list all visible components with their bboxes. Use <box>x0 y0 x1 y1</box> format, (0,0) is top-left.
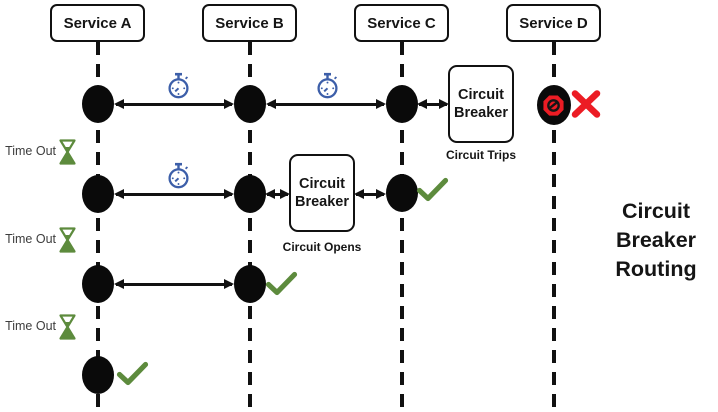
arrow-a-b-row3 <box>116 282 232 286</box>
timeout-label-2: Time Out <box>5 232 56 246</box>
arrow-b-c-row1 <box>268 102 384 106</box>
node-a-row4 <box>81 356 114 394</box>
circuit-breaker-label: Circuit Breaker <box>294 175 349 210</box>
blocked-node-service-d <box>536 85 571 125</box>
lifeline-service-d <box>551 42 556 411</box>
x-icon <box>571 90 601 118</box>
service-c-label: Service C <box>367 14 436 32</box>
arrow-breaker-c-row2 <box>356 192 384 196</box>
check-icon <box>416 177 448 201</box>
service-d-label: Service D <box>519 14 588 32</box>
circuit-breaker-box-1: Circuit Breaker <box>448 65 514 143</box>
check-icon <box>116 361 148 385</box>
lifeline-service-a <box>95 42 100 411</box>
node-a-row1 <box>81 85 114 123</box>
node-b-row1 <box>233 85 266 123</box>
service-b-label: Service B <box>215 14 284 32</box>
node-c-row1 <box>385 85 418 123</box>
hourglass-icon <box>59 139 76 165</box>
node-b-row2 <box>233 175 266 213</box>
service-a-box: Service A <box>50 4 145 42</box>
circuit-trips-caption: Circuit Trips <box>445 148 516 162</box>
stopwatch-icon <box>167 72 189 99</box>
service-a-label: Service A <box>63 14 132 32</box>
stopwatch-icon <box>167 162 189 189</box>
service-c-box: Service C <box>354 4 449 42</box>
circuit-breaker-label: Circuit Breaker <box>453 86 508 121</box>
timeout-label-1: Time Out <box>5 144 56 158</box>
arrow-c-breaker-row1 <box>419 102 447 106</box>
stopwatch-icon <box>316 72 338 99</box>
timeout-label-3: Time Out <box>5 319 56 333</box>
service-b-box: Service B <box>202 4 297 42</box>
node-b-row3 <box>233 265 266 303</box>
prohibited-icon <box>543 94 564 116</box>
node-a-row2 <box>81 175 114 213</box>
node-c-row2 <box>385 174 418 212</box>
check-icon <box>265 271 297 295</box>
hourglass-icon <box>59 227 76 253</box>
lifeline-service-b <box>247 42 252 411</box>
service-d-box: Service D <box>506 4 601 42</box>
arrow-a-b-row1 <box>116 102 232 106</box>
hourglass-icon <box>59 314 76 340</box>
node-a-row3 <box>81 265 114 303</box>
lifeline-service-c <box>399 42 404 411</box>
circuit-breaker-box-2: Circuit Breaker <box>289 154 355 232</box>
arrow-b-breaker-row2 <box>267 192 288 196</box>
diagram-title: Circuit Breaker Routing <box>615 199 697 282</box>
arrow-a-b-row2 <box>116 192 232 196</box>
circuit-opens-caption: Circuit Opens <box>282 240 362 254</box>
